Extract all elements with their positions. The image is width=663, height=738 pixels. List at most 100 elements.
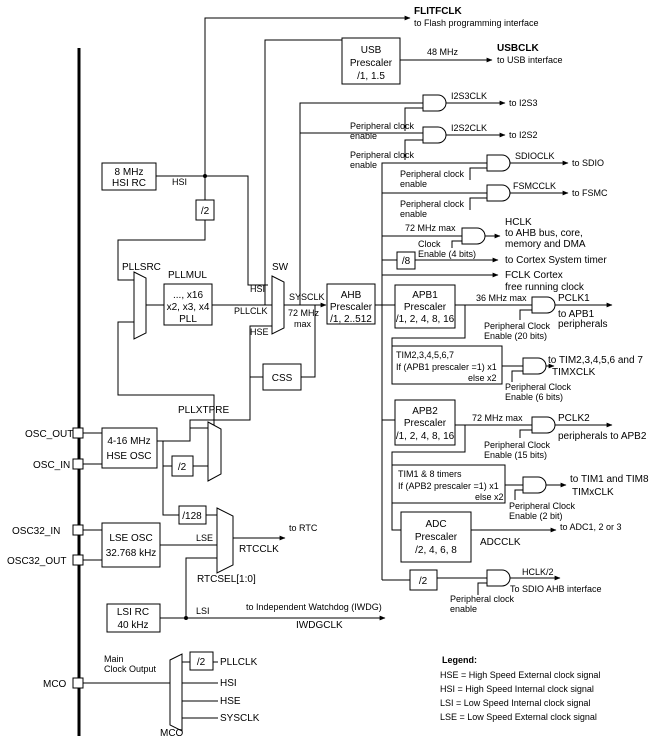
fsmc-enable-wire bbox=[469, 197, 487, 210]
sdio-and-gate bbox=[486, 154, 511, 172]
adc-ratio: /2, 4, 6, 8 bbox=[415, 545, 457, 556]
adc-title: ADC bbox=[425, 519, 446, 530]
mco-pin bbox=[72, 677, 84, 689]
fsmc-enable-l2: enable bbox=[400, 209, 427, 219]
hclk-max: 72 MHz max bbox=[405, 223, 456, 233]
hsi-rc-label: HSI RC bbox=[112, 178, 146, 189]
apb2-to-adc-wire bbox=[391, 503, 401, 531]
tim1-8-rule: If (APB2 prescaler =1) x1 bbox=[398, 481, 499, 491]
cortex-div8-label: /8 bbox=[402, 256, 411, 267]
osc-out-label: OSC_OUT bbox=[25, 429, 73, 440]
tim1-8-enable-wire bbox=[514, 489, 523, 500]
hclk-div2-box bbox=[409, 569, 438, 591]
fclk-label: FCLK Cortex bbox=[505, 270, 563, 281]
usbclk-label: USBCLK bbox=[497, 43, 539, 54]
tim1-8-enable-l1: Peripheral Clock bbox=[509, 501, 576, 511]
lsi-rc-box bbox=[106, 603, 161, 633]
i2s2-target: to I2S2 bbox=[509, 130, 538, 140]
timxclk-tim1-label: TIMxCLK bbox=[572, 487, 614, 498]
timx-enable-l2: Enable (6 bits) bbox=[505, 392, 563, 402]
pclk2-label: PCLK2 bbox=[558, 413, 590, 424]
rtcclk-label: RTCCLK bbox=[239, 544, 279, 555]
tim1-8-else: else x2 bbox=[475, 492, 504, 502]
mco-desc-2: Clock Output bbox=[104, 664, 157, 674]
apb2-to-tim-wire bbox=[391, 425, 466, 465]
iwdg-target: to Independent Watchdog (IWDG) bbox=[246, 602, 382, 612]
lsi-to-rtcsel bbox=[185, 557, 217, 618]
rtc-target: to RTC bbox=[289, 523, 318, 533]
sw-mux bbox=[271, 275, 285, 335]
sw-pllclk-input: PLLCLK bbox=[234, 306, 268, 316]
ahb-ratio: /1, 2..512 bbox=[330, 314, 372, 325]
hse-to-div128 bbox=[162, 466, 179, 516]
lsi-signal: LSI bbox=[196, 606, 210, 616]
usb-prescaler-box bbox=[341, 37, 401, 85]
tim2-7-box bbox=[391, 345, 503, 385]
tim1-8-and-gate bbox=[522, 476, 547, 494]
hse-osc-freq: 4-16 MHz bbox=[107, 436, 150, 447]
lsi-rc-label: LSI RC bbox=[117, 607, 149, 618]
hsi-div2-label: /2 bbox=[201, 206, 210, 217]
lsi-junction bbox=[184, 616, 188, 620]
sysclk-label: SYSCLK bbox=[289, 292, 325, 302]
osc-out-pin bbox=[72, 427, 84, 439]
osc32-in-label: OSC32_IN bbox=[12, 526, 60, 537]
fsmc-and-gate bbox=[486, 184, 511, 202]
pllxtpre-mux bbox=[207, 421, 222, 482]
i2s3-target: to I2S3 bbox=[509, 98, 538, 108]
hse-osc-box bbox=[101, 427, 158, 469]
pclk2-enable-l2: Enable (15 bits) bbox=[484, 450, 547, 460]
apb1-label: Prescaler bbox=[404, 302, 447, 313]
hclk-desc-2: memory and DMA bbox=[505, 239, 586, 250]
fclk-desc: free running clock bbox=[505, 282, 585, 293]
tim2-7-rule: If (APB1 prescaler =1) x1 bbox=[396, 362, 497, 372]
sw-label: SW bbox=[272, 262, 289, 273]
hclk2-signal: HCLK/2 bbox=[522, 567, 554, 577]
flitfclk-label: FLITFCLK bbox=[414, 6, 463, 17]
tim1-8-enable-l2: Enable (2 bit) bbox=[509, 511, 563, 521]
hclk2-target: To SDIO AHB interface bbox=[510, 584, 602, 594]
mco-div2-box bbox=[189, 651, 214, 671]
hclk-desc-1: to AHB bus, core, bbox=[505, 228, 583, 239]
pclk1-enable-l2: Enable (20 bits) bbox=[484, 331, 547, 341]
pll-factor-1: ..., x16 bbox=[173, 290, 203, 301]
hsi-div2-to-pllsrc bbox=[117, 220, 206, 281]
tim2-7-title: TIM2,3,4,5,6,7 bbox=[396, 350, 454, 360]
tim1-8-target: to TIM1 and TIM8 bbox=[570, 474, 649, 485]
mco-sysclk-input: SYSCLK bbox=[220, 713, 260, 724]
tim2-7-target: to TIM2,3,4,5,6 and 7 bbox=[548, 355, 643, 366]
hclk-enable-l2: Enable (4 bits) bbox=[418, 249, 476, 259]
flitfclk-desc: to Flash programming interface bbox=[414, 18, 539, 28]
pllxtpre-label: PLLXTPRE bbox=[178, 405, 229, 416]
hsi-rc-freq: 8 MHz bbox=[115, 167, 144, 178]
timxclk-label: TIMXCLK bbox=[552, 367, 596, 378]
apb2-label: Prescaler bbox=[404, 418, 447, 429]
adcclk-label: ADCCLK bbox=[480, 537, 521, 548]
legend-hsi: HSI = High Speed Internal clock signal bbox=[440, 684, 594, 694]
sdio-enable-l1: Peripheral clock bbox=[400, 169, 465, 179]
ahb-prescaler-box bbox=[326, 283, 376, 325]
osc32-in-pin bbox=[72, 524, 84, 536]
tim2-7-else: else x2 bbox=[468, 373, 497, 383]
hsi-signal: HSI bbox=[172, 177, 187, 187]
hclk2-and-gate bbox=[486, 569, 511, 587]
lse-osc-freq: 32.768 kHz bbox=[106, 548, 157, 559]
pclk2-enable-wire bbox=[519, 429, 532, 438]
timx-and-gate bbox=[522, 357, 547, 375]
osc-in-pin bbox=[72, 458, 84, 470]
pclk1-target-2: peripherals bbox=[558, 319, 607, 330]
ahb-title: AHB bbox=[341, 290, 362, 301]
hclk2-enable-l2: enable bbox=[450, 604, 477, 614]
sdio-enable-l2: enable bbox=[400, 179, 427, 189]
adc-target: to ADC1, 2 or 3 bbox=[560, 522, 622, 532]
pllxtpre-to-pllsrc bbox=[117, 321, 215, 425]
legend-title: Legend: bbox=[442, 655, 477, 665]
osc32-out-label: OSC32_OUT bbox=[7, 556, 66, 567]
pclk1-target-1: to APB1 bbox=[558, 309, 595, 320]
pll-box bbox=[163, 283, 213, 326]
pclk1-and-gate bbox=[531, 296, 556, 314]
i2s3-signal: I2S3CLK bbox=[451, 91, 487, 101]
hse-osc-label: HSE OSC bbox=[106, 451, 151, 462]
usb-prescaler-label: Prescaler bbox=[350, 58, 393, 69]
